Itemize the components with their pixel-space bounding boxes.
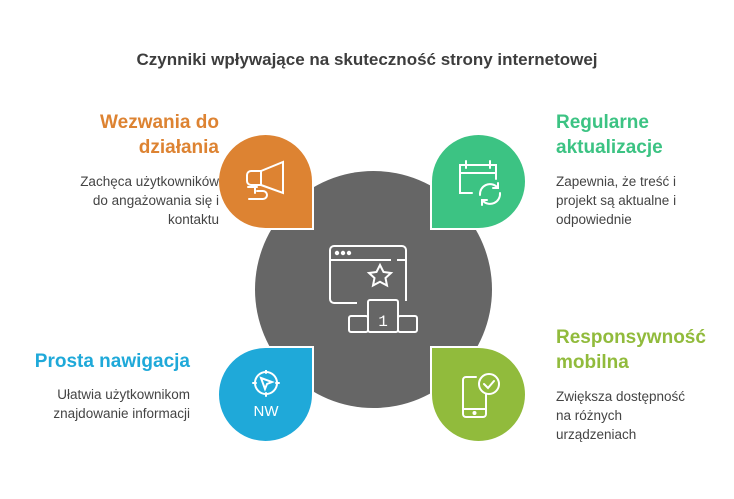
petal-mobile-responsiveness bbox=[430, 346, 527, 443]
calendar-refresh-icon bbox=[459, 160, 502, 206]
heading-simple-navigation: Prosta nawigacja bbox=[34, 351, 190, 372]
petal-calls-to-action bbox=[217, 133, 314, 230]
compass-icon: NW bbox=[252, 370, 280, 420]
svg-text:NW: NW bbox=[254, 403, 280, 420]
mobile-check-icon bbox=[462, 373, 500, 418]
svg-text:1: 1 bbox=[378, 313, 388, 331]
diagram-title: Czynniki wpływające na skuteczność stron… bbox=[136, 50, 598, 69]
petal-simple-navigation: NW bbox=[217, 346, 314, 443]
petal-regular-updates bbox=[430, 133, 527, 230]
megaphone-icon bbox=[246, 160, 284, 200]
website-podium-icon: 1 bbox=[329, 245, 418, 333]
